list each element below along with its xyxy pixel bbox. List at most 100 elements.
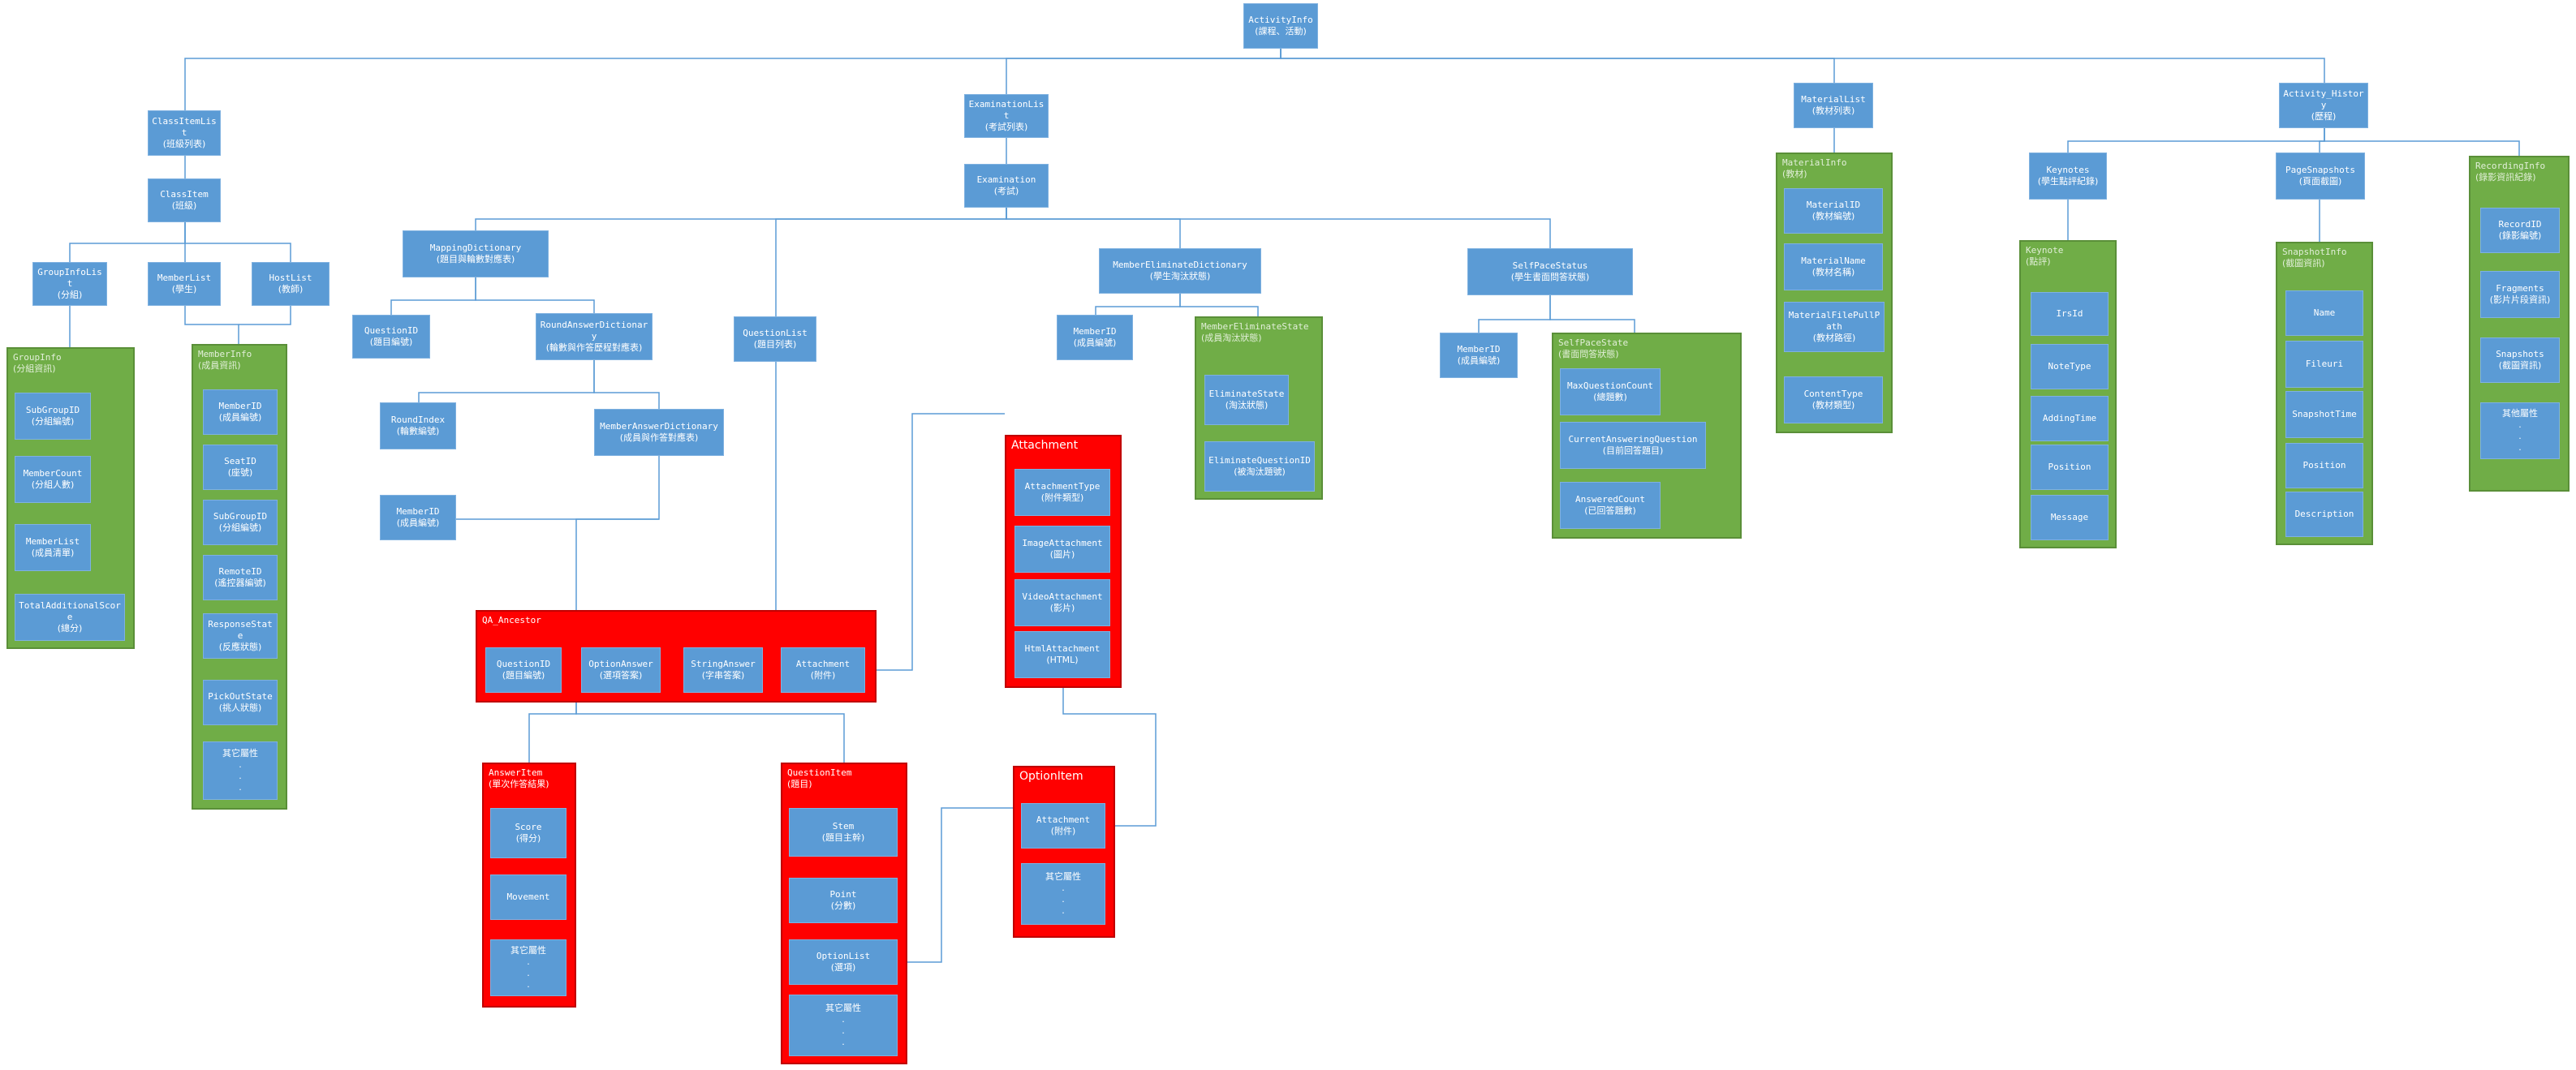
node-memberid_md: MemberID(成員編號) [380, 495, 456, 540]
panel-memberinfo-item-label: ResponseState [208, 619, 273, 641]
connector-line [1006, 208, 1551, 248]
panel-memberinfo-item: MemberID(成員編號) [203, 389, 278, 435]
panel-qa_ancestor-item-label: Attachment [795, 659, 851, 669]
node-groupinfolist: GroupInfoList(分組) [32, 262, 107, 306]
node-materiallist-description: (教材列表) [1811, 105, 1855, 116]
panel-materialinfo-item-label: MaterialFilePullPath [1788, 310, 1880, 332]
panel-recordinginfo-item: Snapshots(截圖資訊) [2480, 337, 2560, 383]
panel-subtitle-text: (錄影資訊紀錄) [2475, 172, 2536, 183]
connector-line [2324, 128, 2520, 156]
panel-keynote-item: AddingTime [2031, 396, 2109, 441]
panel-questionitem-item-label: Stem [832, 821, 855, 832]
node-hostlist-description: (教師) [278, 284, 304, 294]
panel-snapshotinfo-item-label: Description [2294, 509, 2354, 519]
panel-memberinfo-item: PickOutState(挑人狀態) [203, 680, 278, 725]
panel-keynote-item: Position [2031, 445, 2109, 490]
panel-snapshotinfo-item-label: Position [2302, 460, 2346, 471]
panel-attachment-item-label: HtmlAttachment [1024, 643, 1101, 654]
panel-groupinfo-item-description: (分組人數) [31, 479, 75, 490]
panel-memberinfo-item-label: RemoteID [218, 566, 262, 577]
panel-answeritem-item-description: (得分) [515, 833, 541, 844]
panel-snapshotinfo-item-label: Name [2313, 307, 2336, 318]
panel-answeritem-item-label: Score [515, 822, 542, 832]
panel-optionitem-item: Attachment(附件) [1021, 803, 1105, 849]
panel-materialinfo-item-description: (教材名稱) [1811, 267, 1855, 277]
panel-title-text: MaterialInfo [1782, 157, 1847, 168]
node-pagesnapshots-label: PageSnapshots [2285, 165, 2356, 175]
panel-materialinfo-item: ContentType(教材類型) [1784, 376, 1883, 423]
node-memberanswerdictionary: MemberAnswerDictionary(成員與作答對應表) [594, 409, 724, 456]
panel-questionitem: QuestionItem(題目)Stem(題目主幹)Point(分數)Optio… [781, 763, 907, 1064]
node-groupinfolist-label: GroupInfoList [37, 267, 102, 289]
node-questionlist: QuestionList(題目列表) [734, 316, 816, 362]
node-examinationlist: ExaminationList(考試列表) [964, 94, 1049, 138]
panel-questionitem-item-description: 其它屬性 . . . [825, 1003, 861, 1047]
panel-selfpacestate-item: MaxQuestionCount(總題數) [1560, 368, 1661, 415]
node-selfpacestatus-label: SelfPaceStatus [1512, 260, 1588, 271]
node-classitem: ClassItem(班級) [148, 178, 221, 222]
connector-line [528, 703, 577, 763]
panel-memberinfo-item-label: MemberID [218, 401, 262, 411]
connector-line [1549, 295, 1635, 333]
panel-selfpacestate-item-description: (已回答題數) [1584, 505, 1636, 516]
panel-optionitem-item-description: (附件) [1050, 826, 1076, 836]
node-memberid_md-label: MemberID [396, 506, 440, 517]
panel-questionitem-item-description: (分數) [830, 900, 856, 911]
connector-line [1006, 208, 1181, 248]
panel-groupinfo-item-label: TotalAdditionalScore [19, 600, 121, 622]
panel-questionitem-item: OptionList(選項) [789, 939, 898, 985]
panel-groupinfo: GroupInfo(分組資訊)SubGroupID(分組編號)MemberCou… [6, 347, 135, 649]
node-memberanswerdictionary-description: (成員與作答對應表) [619, 432, 699, 443]
panel-materialinfo-item-description: (教材編號) [1811, 211, 1855, 221]
connector-line [390, 277, 476, 315]
connector-line [184, 306, 239, 344]
panel-attachment-item-label: AttachmentType [1024, 481, 1101, 492]
node-hostlist-label: HostList [269, 273, 312, 283]
panel-answeritem-item: Movement [490, 874, 566, 920]
node-memberlist_top-label: MemberList [157, 273, 212, 283]
panel-materialinfo-item: MaterialID(教材編號) [1784, 188, 1883, 234]
node-pagesnapshots: PageSnapshots(頁面截圖) [2276, 153, 2365, 200]
panel-subtitle-text: (題目) [787, 779, 812, 789]
node-mappingdictionary-description: (題目與輪數對應表) [436, 254, 515, 264]
panel-attachment-item-label: VideoAttachment [1022, 591, 1103, 602]
panel-keynote-item: IrsId [2031, 292, 2109, 336]
panel-title-text: MemberInfo [198, 349, 252, 359]
panel-keynote-item-label: IrsId [2056, 308, 2083, 319]
panel-title-text: RecordingInfo [2475, 161, 2546, 171]
panel-recordinginfo-item-label: RecordID [2498, 219, 2542, 230]
panel-keynote-title: Keynote(點評) [2026, 245, 2063, 268]
node-questionlist-label: QuestionList [743, 328, 808, 338]
panel-keynote-item: NoteType [2031, 344, 2109, 389]
connector-line [575, 703, 845, 763]
connector-line [418, 360, 595, 402]
panel-questionitem-item-label: OptionList [816, 951, 871, 961]
panel-groupinfo-item-description: (成員清單) [31, 548, 75, 558]
panel-title-text: SelfPaceState [1558, 337, 1629, 348]
panel-attachment-item-description: (HTML) [1046, 655, 1079, 665]
node-selfpacestatus: SelfPaceStatus(學生書面問答狀態) [1467, 248, 1633, 295]
panel-groupinfo-item: TotalAdditionalScore(總分) [15, 594, 125, 641]
panel-materialinfo-item-description: (教材類型) [1811, 400, 1855, 410]
node-questionid_md: QuestionID(題目編號) [352, 315, 430, 359]
node-memberid_me-label: MemberID [1073, 326, 1117, 337]
node-mappingdictionary-label: MappingDictionary [429, 243, 522, 253]
node-roundanswerdictionary-description: (輪數與作答歷程對應表) [545, 342, 643, 353]
panel-memberinfo-item: RemoteID(遙控器編號) [203, 555, 278, 600]
panel-answeritem-item-description: 其它屬性 . . . [510, 945, 546, 990]
node-roundindex: RoundIndex(輪數編號) [380, 402, 456, 449]
panel-snapshotinfo-item: SnapshotTime [2285, 391, 2363, 438]
connector-line [1179, 294, 1259, 316]
panel-title-text: Attachment [1011, 439, 1079, 452]
node-membereliminatedictionary-label: MemberEliminateDictionary [1113, 260, 1247, 270]
node-questionid_md-description: (題目編號) [369, 337, 413, 347]
panel-qa_ancestor-item: Attachment(附件) [781, 647, 865, 693]
panel-groupinfo-item-description: (分組編號) [31, 416, 75, 427]
panel-snapshotinfo-item: Position [2285, 443, 2363, 488]
panel-keynote-item-label: AddingTime [2042, 413, 2097, 423]
connector-line [1280, 49, 2325, 83]
node-keynotes-description: (學生點評紀錄) [2037, 176, 2099, 187]
panel-subtitle-text: (書面問答狀態) [1558, 349, 1619, 359]
